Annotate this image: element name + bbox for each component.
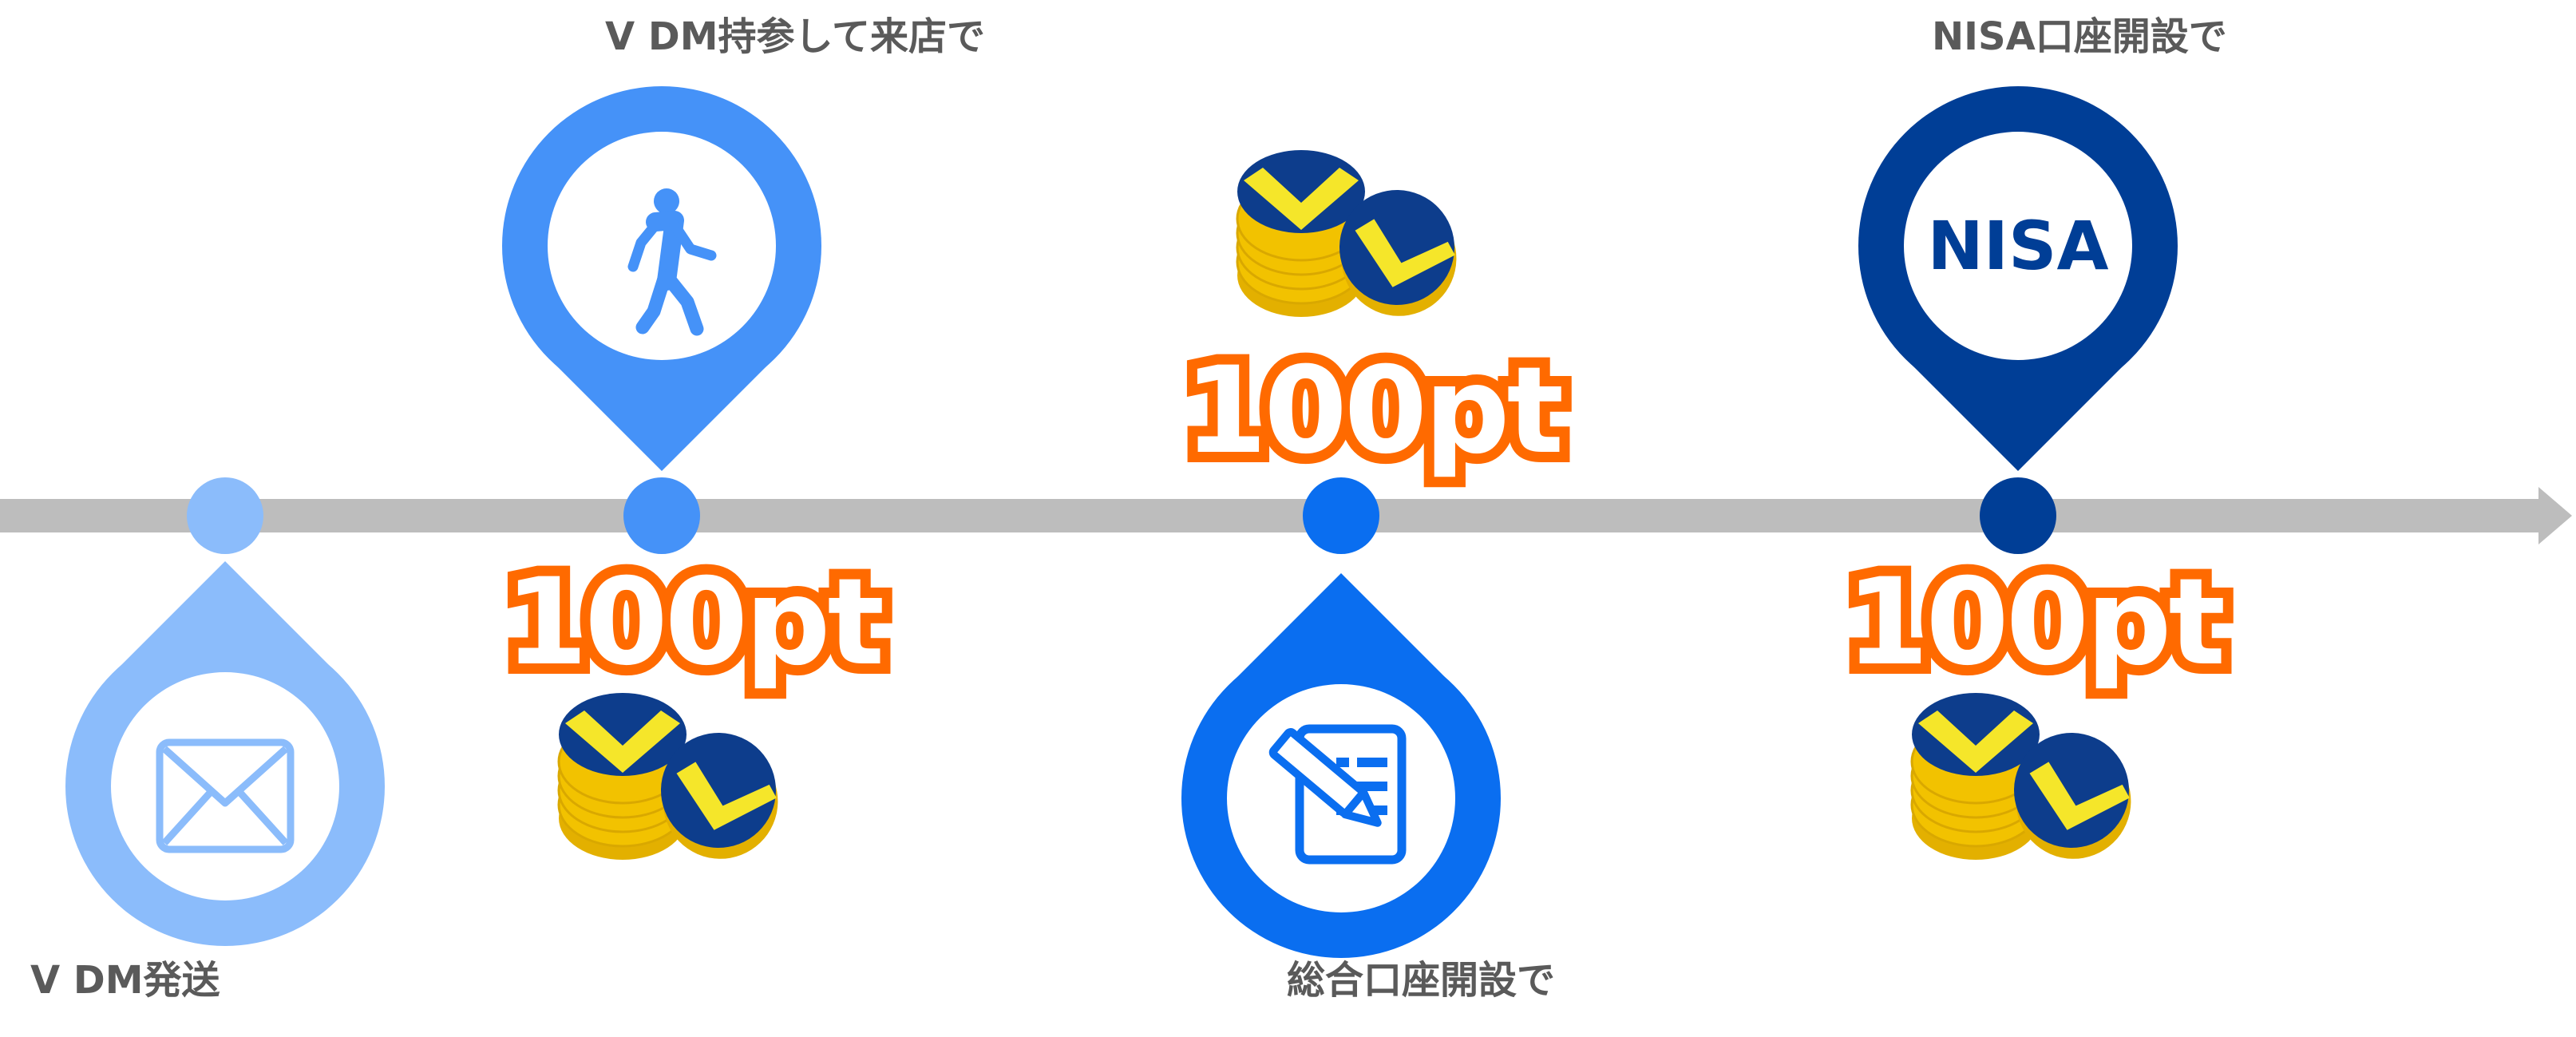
step4-node [1980, 477, 2056, 554]
timeline-bar [0, 499, 2546, 532]
step1-node [187, 477, 263, 554]
timeline-arrow-head [2538, 487, 2572, 544]
step4-points: 100pt [1835, 552, 2236, 693]
step3-label: 総合口座開設で [1287, 958, 1556, 1003]
coin-stack-icon-step4 [1910, 691, 2142, 869]
step2-label: V DM持参して来店で [605, 14, 986, 59]
step2-points: 100pt [494, 552, 895, 693]
document-pen-icon [1268, 724, 1407, 865]
step3-points: 100pt [1173, 341, 1574, 481]
nisa-icon: NISA [1927, 207, 2109, 285]
step2-node [623, 477, 700, 554]
envelope-icon [156, 738, 295, 853]
coin-stack-icon-step3 [1236, 148, 1467, 327]
step4-label: NISA口座開設で [1932, 14, 2227, 59]
coin-stack-icon-step2 [557, 691, 789, 869]
step1-label: V DM発送 [30, 958, 220, 1003]
step3-node [1303, 477, 1379, 554]
walking-person-icon [627, 188, 717, 336]
